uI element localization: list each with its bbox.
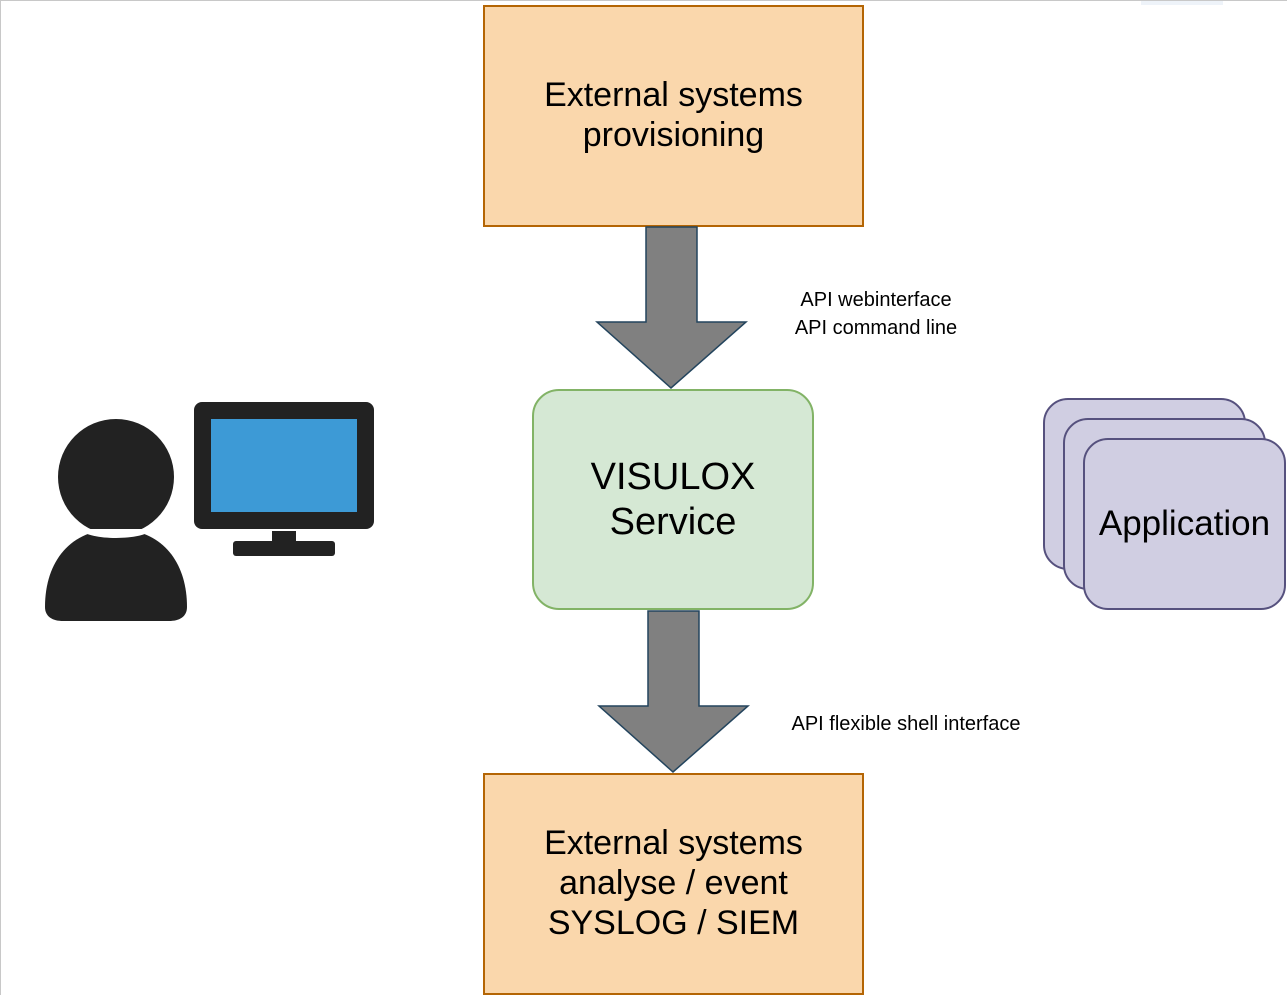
top-edge-label: API webinterface API command line [761, 286, 991, 342]
application-card-front[interactable] [1083, 438, 1286, 610]
monitor-icon [194, 402, 374, 556]
bottom-edge-label: API flexible shell interface [761, 710, 1051, 738]
user-silhouette-icon [45, 419, 187, 621]
visulox-service-box[interactable] [532, 389, 814, 610]
provisioning-box[interactable] [483, 5, 864, 227]
edge-label-shell-interface: API flexible shell interface [791, 713, 1021, 735]
edge-label-webinterface: API webinterface [800, 289, 952, 311]
arrow-service-to-analyse [597, 610, 750, 774]
edge-label-command-line: API command line [794, 317, 958, 339]
arrow-provisioning-to-service [595, 226, 748, 390]
corner-tab [1141, 1, 1223, 5]
analyse-box[interactable] [483, 773, 864, 995]
